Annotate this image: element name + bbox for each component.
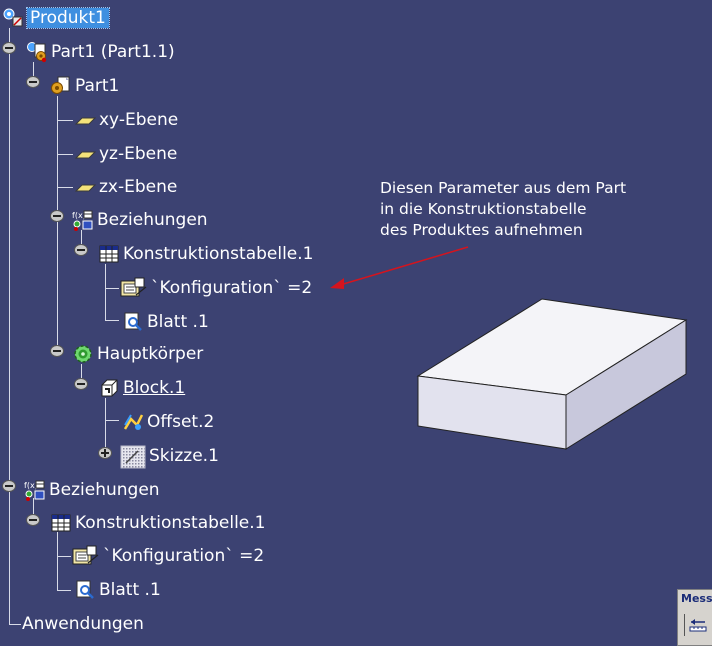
- collapse-toggle-icon[interactable]: [50, 210, 64, 222]
- measure-toolbar-title: Mess: [681, 592, 712, 605]
- plane-icon: [74, 176, 96, 198]
- main-body-label: Hauptkörper: [97, 344, 204, 364]
- sketch-label: Skizze.1: [149, 446, 219, 466]
- plane-icon: [74, 109, 96, 131]
- sheet-icon: [122, 311, 144, 333]
- tree-node-yz-plane[interactable]: yz-Ebene: [74, 142, 177, 166]
- svg-text:f(x): f(x): [72, 211, 86, 220]
- offset-icon: [122, 411, 144, 433]
- tree-node-part[interactable]: Part1: [50, 74, 119, 98]
- tree-node-product-relations[interactable]: f(x) Beziehungen: [24, 478, 160, 502]
- body-gear-icon: [72, 343, 94, 365]
- annotation-line: des Produktes aufnehmen: [380, 221, 583, 239]
- collapse-toggle-icon[interactable]: [2, 42, 16, 54]
- svg-text:f(x): f(x): [24, 481, 38, 490]
- collapse-toggle-icon[interactable]: [2, 480, 16, 492]
- sheet-icon: [74, 579, 96, 601]
- annotation-line: Diesen Parameter aus dem Part: [380, 179, 627, 197]
- part-sheet-label: Blatt .1: [147, 312, 209, 332]
- root-label: Produkt1: [26, 7, 110, 29]
- tree-node-applications[interactable]: Anwendungen: [22, 612, 144, 636]
- product-parameter-label: `Konfiguration` =2: [103, 546, 265, 566]
- part-relations-label: Beziehungen: [97, 210, 208, 230]
- tree-node-product-parameter[interactable]: `Konfiguration` =2: [72, 544, 264, 568]
- expand-toggle-icon[interactable]: [98, 447, 112, 459]
- tree-node-sketch[interactable]: Skizze.1: [120, 444, 219, 469]
- tree-node-zx-plane[interactable]: zx-Ebene: [74, 175, 177, 199]
- tree-node-root[interactable]: Produkt1: [2, 6, 110, 30]
- zx-plane-label: zx-Ebene: [99, 177, 178, 197]
- part-icon: [50, 75, 72, 97]
- xy-plane-label: xy-Ebene: [99, 110, 179, 130]
- part-icon: [26, 41, 48, 63]
- collapse-toggle-icon[interactable]: [26, 514, 40, 526]
- plane-icon: [74, 143, 96, 165]
- tree-node-part-parameter[interactable]: `Konfiguration` =2: [120, 276, 312, 300]
- parameter-icon: [72, 545, 100, 567]
- measure-toolbar[interactable]: Mess: [677, 589, 712, 646]
- part-label: Part1: [75, 76, 120, 96]
- annotation-arrow-icon: [330, 246, 469, 289]
- tree-node-xy-plane[interactable]: xy-Ebene: [74, 108, 178, 132]
- tree-node-offset[interactable]: Offset.2: [122, 410, 214, 434]
- annotation-line: in die Konstruktionstabelle: [380, 200, 587, 218]
- collapse-toggle-icon[interactable]: [74, 378, 88, 390]
- product-design-table-label: Konstruktionstabelle.1: [75, 513, 266, 533]
- tree-node-part-relations[interactable]: f(x) Beziehungen: [72, 208, 208, 232]
- tree-node-part-design-table[interactable]: Konstruktionstabelle.1: [98, 242, 314, 266]
- part-parameter-label: `Konfiguration` =2: [151, 278, 313, 298]
- sketch-icon: [120, 445, 146, 469]
- measure-arrow-icon: [689, 619, 707, 632]
- part-design-table-label: Konstruktionstabelle.1: [123, 244, 314, 264]
- tree-node-product-sheet[interactable]: Blatt .1: [74, 578, 161, 602]
- tree-node-part-instance[interactable]: Part1 (Part1.1): [26, 40, 175, 64]
- product-icon: [2, 7, 24, 29]
- pad-icon: [98, 377, 120, 399]
- 3d-block-model[interactable]: [415, 296, 690, 456]
- design-table-icon: [98, 243, 120, 265]
- design-table-icon: [50, 512, 72, 534]
- annotation-text: Diesen Parameter aus dem Part in die Kon…: [380, 178, 680, 241]
- product-relations-label: Beziehungen: [49, 480, 160, 500]
- applications-label: Anwendungen: [22, 614, 144, 634]
- part-instance-label: Part1 (Part1.1): [51, 42, 175, 62]
- collapse-toggle-icon[interactable]: [74, 244, 88, 256]
- offset-label: Offset.2: [147, 412, 215, 432]
- tree-node-part-sheet[interactable]: Blatt .1: [122, 310, 209, 334]
- tree-node-main-body[interactable]: Hauptkörper: [72, 342, 203, 366]
- block-label: Block.1: [123, 378, 186, 398]
- parameter-icon: [120, 277, 148, 299]
- collapse-toggle-icon[interactable]: [26, 76, 40, 88]
- product-sheet-label: Blatt .1: [99, 580, 161, 600]
- tree-node-block[interactable]: Block.1: [98, 376, 185, 400]
- relations-icon: f(x): [72, 209, 94, 231]
- tree-node-product-design-table[interactable]: Konstruktionstabelle.1: [50, 511, 266, 535]
- collapse-toggle-icon[interactable]: [50, 345, 64, 357]
- measure-button[interactable]: [684, 614, 711, 636]
- yz-plane-label: yz-Ebene: [99, 144, 178, 164]
- relations-icon: f(x): [24, 479, 46, 501]
